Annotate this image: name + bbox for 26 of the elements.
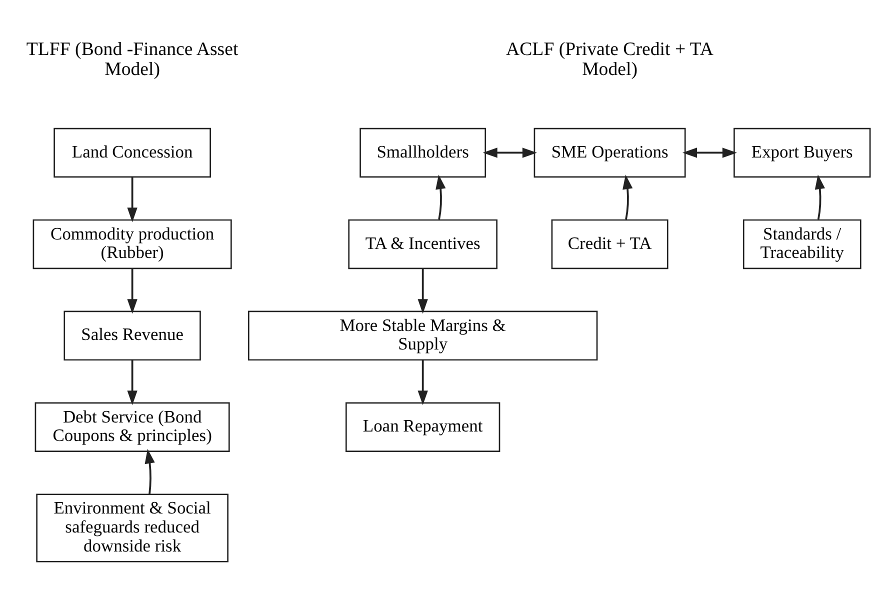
label: ACLF (Private Credit + TA Model) — [506, 38, 714, 80]
arrow — [622, 174, 633, 220]
arrow — [127, 360, 138, 405]
node-box: More Stable Margins & Supply — [248, 310, 598, 360]
node-box: Debt Service (Bond Coupons & principles) — [34, 402, 230, 452]
arrow — [127, 268, 138, 314]
arrow — [127, 176, 138, 222]
arrow — [144, 448, 155, 494]
label: TLFF (Bond -Finance Asset Model) — [26, 38, 238, 80]
arrow — [418, 360, 428, 405]
node-box: SME Operations — [534, 127, 686, 178]
node-box: Loan Repayment — [346, 402, 500, 452]
node-box: Export Buyers — [734, 127, 871, 178]
node-box: Environment & Social safeguards reduced downside risk — [36, 493, 228, 562]
node-box: Sales Revenue — [64, 310, 201, 360]
node-box: Commodity production (Rubber) — [32, 218, 232, 269]
arrow — [436, 174, 446, 220]
node-box: Smallholders — [360, 127, 486, 178]
node-box: Land Concession — [54, 127, 211, 178]
node-box: Credit + TA — [551, 218, 668, 269]
arrow — [482, 147, 537, 158]
arrow — [682, 147, 737, 158]
node-box: TA & Incentives — [348, 218, 498, 269]
arrow — [814, 174, 825, 220]
node-box: Standards / Traceability — [742, 218, 862, 269]
arrow — [418, 268, 428, 314]
